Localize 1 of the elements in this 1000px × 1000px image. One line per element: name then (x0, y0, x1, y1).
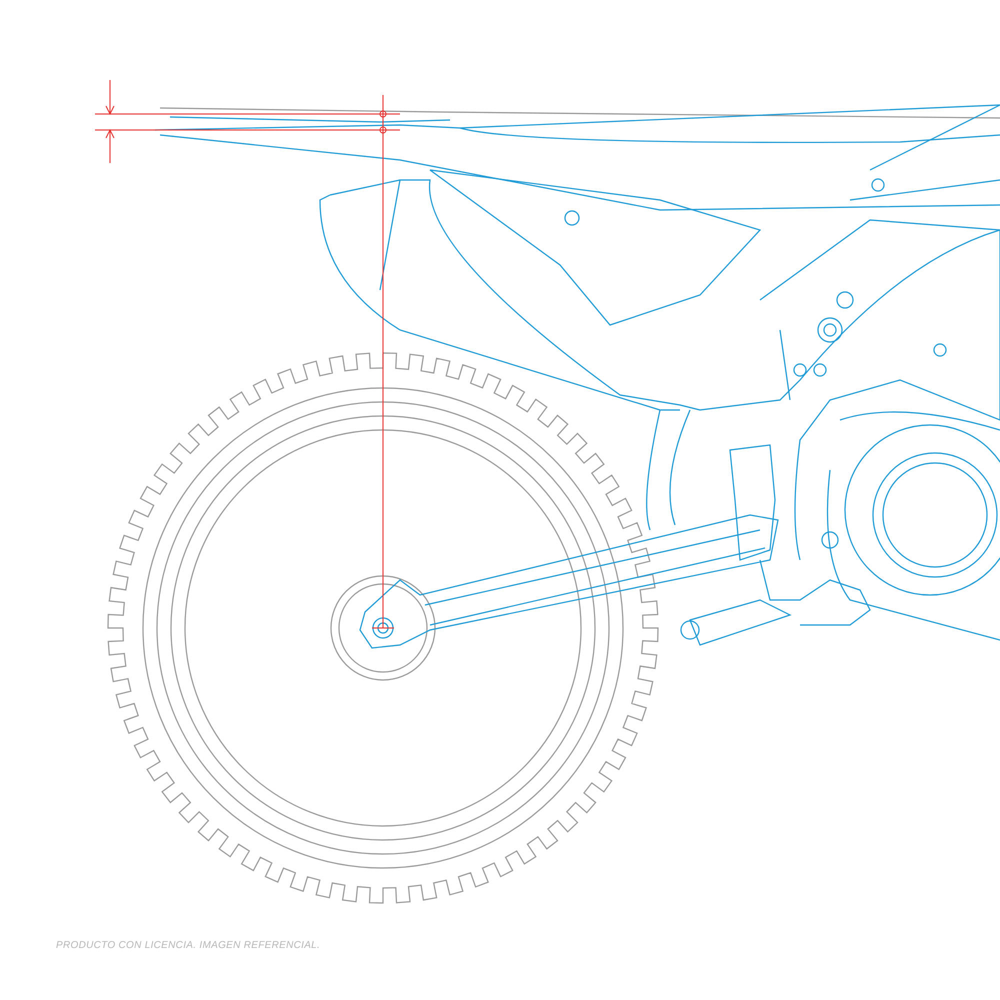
disclaimer-note: PRODUCTO CON LICENCIA. IMAGEN REFERENCIAL. (56, 940, 320, 951)
